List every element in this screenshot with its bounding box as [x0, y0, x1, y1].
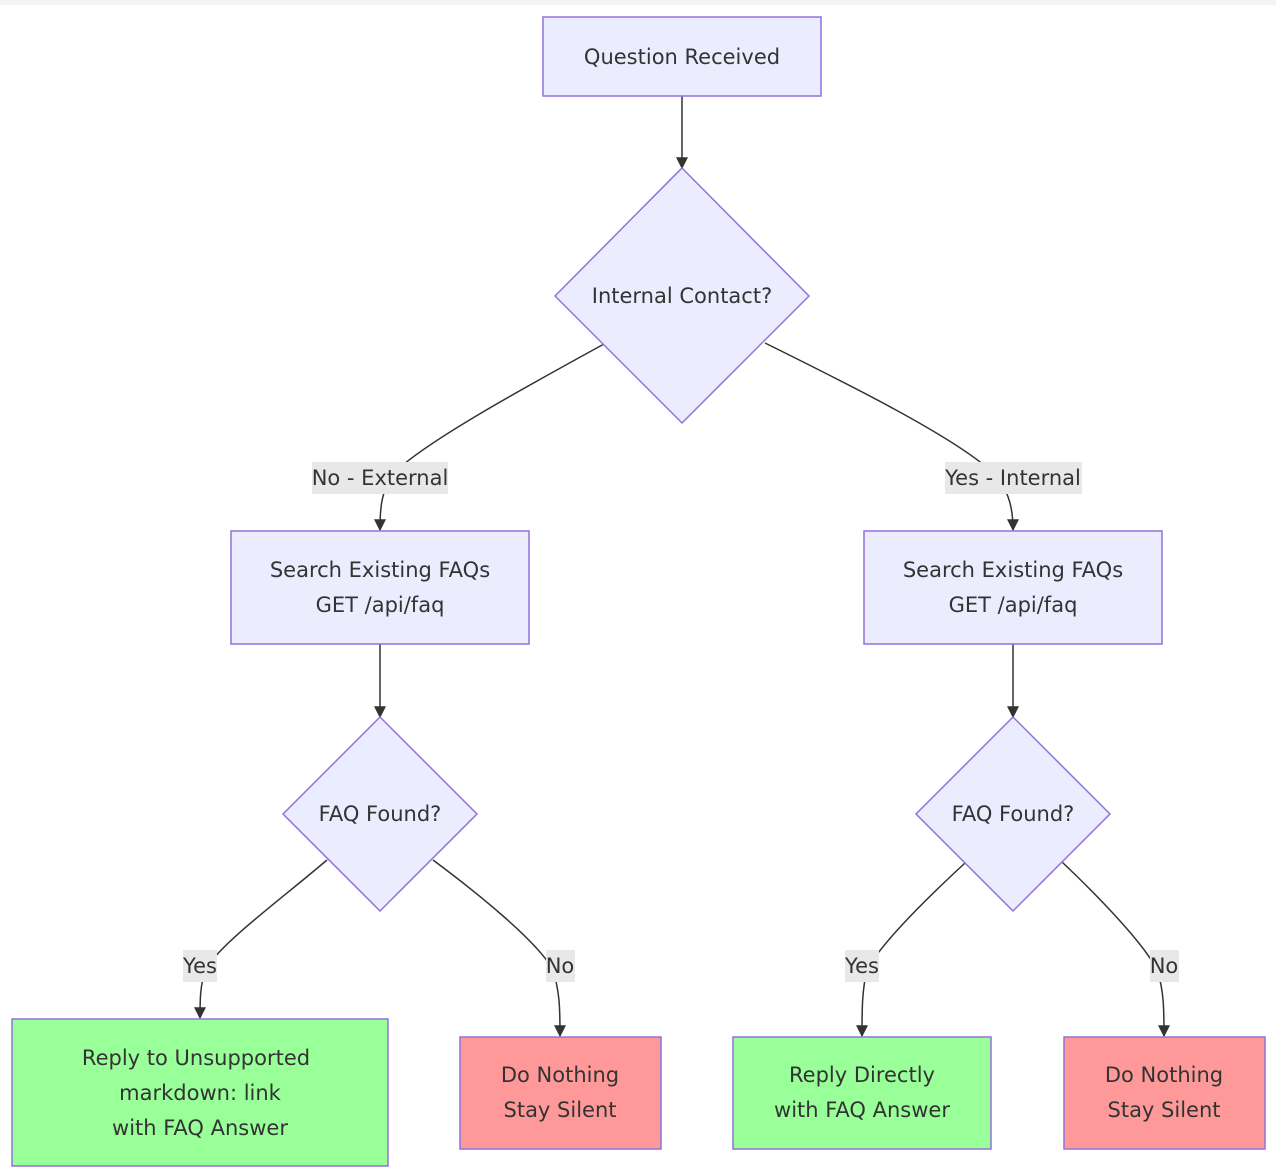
node-faq-found-external-label: FAQ Found?: [319, 802, 442, 826]
node-faq-found-internal-label: FAQ Found?: [952, 802, 1075, 826]
node-reply-directly-line1: Reply Directly: [789, 1063, 935, 1087]
node-search-faqs-internal: Search Existing FAQs GET /api/faq: [863, 530, 1163, 645]
edge-faq-internal-to-reply-directly: [856, 862, 966, 1038]
node-do-nothing-external-line1: Do Nothing: [501, 1063, 619, 1087]
edge-label-no-external: No - External: [312, 462, 449, 494]
edge-label-internal-no: No: [1150, 950, 1179, 982]
edge-internal-to-search-internal: [764, 342, 1019, 532]
edge-label-external-no-text: No: [546, 954, 575, 978]
edge-label-internal-no-text: No: [1150, 954, 1179, 978]
edge-label-no-external-text: No - External: [312, 466, 449, 490]
node-do-nothing-internal: Do Nothing Stay Silent: [1063, 1036, 1266, 1150]
node-do-nothing-external-line2: Stay Silent: [504, 1098, 617, 1122]
nodes: Question Received Internal Contact? Sear…: [11, 16, 1266, 1167]
edge-label-internal-yes: Yes: [844, 950, 879, 982]
node-do-nothing-external: Do Nothing Stay Silent: [459, 1036, 662, 1150]
edge-faq-external-to-reply-unsupported: [194, 859, 328, 1020]
node-reply-unsupported-line1: Reply to Unsupported: [82, 1046, 310, 1070]
edge-faq-internal-to-do-nothing: [1061, 861, 1170, 1038]
node-search-faqs-internal-line2: GET /api/faq: [949, 593, 1078, 617]
node-search-faqs-internal-line1: Search Existing FAQs: [903, 558, 1123, 582]
node-reply-directly-line2: with FAQ Answer: [774, 1098, 950, 1122]
node-faq-found-external-decision: FAQ Found?: [281, 715, 479, 913]
node-do-nothing-internal-line2: Stay Silent: [1108, 1098, 1221, 1122]
node-search-faqs-external-line2: GET /api/faq: [316, 593, 445, 617]
node-reply-unsupported-line2: markdown: link: [119, 1081, 282, 1105]
node-reply-unsupported: Reply to Unsupported markdown: link with…: [11, 1018, 389, 1167]
node-search-faqs-external: Search Existing FAQs GET /api/faq: [230, 530, 530, 645]
node-question-received: Question Received: [542, 16, 822, 97]
edge-internal-to-search-external: [374, 343, 605, 532]
node-faq-found-internal-decision: FAQ Found?: [914, 715, 1112, 913]
node-question-received-label: Question Received: [584, 45, 780, 69]
node-search-faqs-external-line1: Search Existing FAQs: [270, 558, 490, 582]
edge-label-yes-internal: Yes - Internal: [944, 462, 1082, 494]
node-internal-contact-decision: Internal Contact?: [553, 166, 811, 425]
edge-labels: No - External Yes - Internal Yes No Yes …: [182, 462, 1179, 982]
edge-label-external-yes: Yes: [182, 950, 217, 982]
top-border: [0, 0, 1276, 5]
edge-label-external-yes-text: Yes: [182, 954, 217, 978]
node-internal-contact-label: Internal Contact?: [592, 284, 772, 308]
edge-label-internal-yes-text: Yes: [844, 954, 879, 978]
edge-label-yes-internal-text: Yes - Internal: [944, 466, 1081, 490]
node-do-nothing-internal-line1: Do Nothing: [1105, 1063, 1223, 1087]
node-reply-directly: Reply Directly with FAQ Answer: [732, 1036, 992, 1150]
edge-label-external-no: No: [546, 950, 575, 982]
node-reply-unsupported-line3: with FAQ Answer: [112, 1116, 288, 1140]
edge-faq-external-to-do-nothing: [432, 859, 566, 1038]
